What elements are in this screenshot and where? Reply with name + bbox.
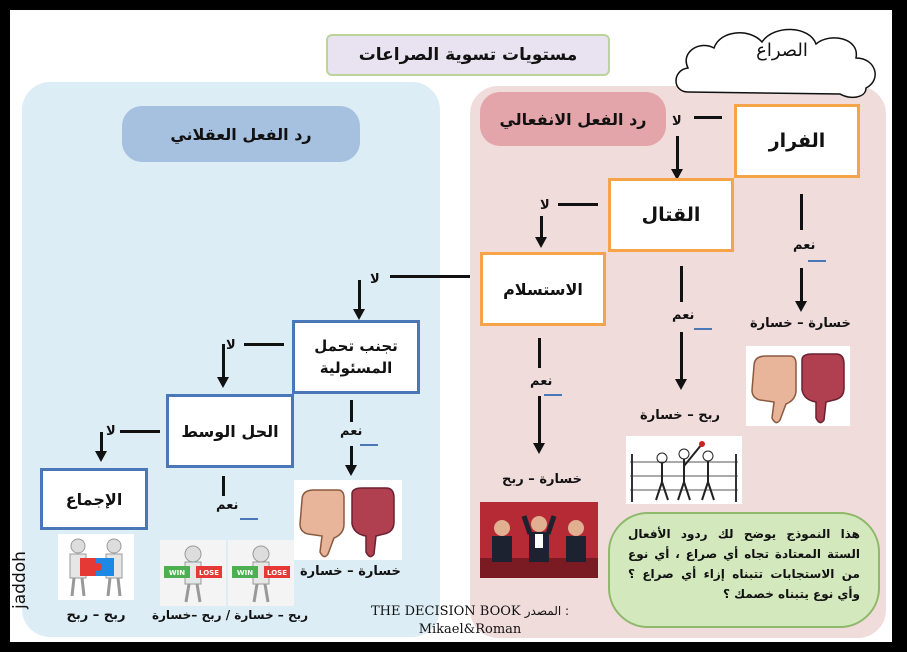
underline-mark [808,260,826,262]
source-citation: THE DECISION BOOK المصدر : Mikael&Roman [340,602,600,639]
connector [680,266,683,302]
win-sign: WIN [237,569,253,577]
source-book: THE DECISION BOOK [370,604,521,619]
node-fight: القتال [608,178,734,252]
connector [350,446,353,468]
answer-no: لا [370,272,380,287]
connector [100,432,103,454]
arrow-down-icon [795,301,807,312]
connector [120,430,160,433]
arrow-down-icon [675,379,687,390]
arrow-down-icon [345,465,357,476]
watermark: jaddoh [10,551,30,609]
arrow-down-icon [533,443,545,454]
source-line-1: THE DECISION BOOK المصدر : [340,602,600,621]
node-fight-label: القتال [641,204,701,226]
node-surrender: الاستسلام [480,252,606,326]
answer-yes: نعم [672,308,695,323]
outcome-avoid: خسارة – خسارة [300,564,401,579]
arrow-down-icon [353,309,365,320]
answer-no: لا [540,198,550,213]
connector [694,116,722,119]
underline-mark [694,328,712,330]
explanation-note: هذا النموذج يوضح لك ردود الأفعال الستة ا… [608,512,880,628]
connector [800,194,803,230]
connector [540,216,543,240]
outcome-surrender: خسارة – ربح [502,472,582,487]
arrow-down-icon [535,237,547,248]
answer-yes: نعم [340,424,363,439]
node-compromise-label: الحل الوسط [181,421,279,441]
answer-no: لا [226,338,236,353]
connector [390,275,470,278]
lose-sign: LOSE [199,569,219,577]
cloud-icon [675,28,876,99]
node-flight: الفرار [734,104,860,178]
win-lose-image: WIN LOSE [160,540,226,606]
outcome-compromise: ربح – خسارة / ربح –خسارة [151,608,309,622]
defeated-people-image [480,502,598,578]
node-avoid-label-line1: تجنب تحمل [314,337,398,355]
answer-no: لا [106,424,116,439]
emotional-label: رد الفعل الانفعالي [480,92,666,146]
node-avoid-label-line2: المسئولية [319,359,393,377]
thumbs-down-image [294,480,402,560]
rational-label: رد الفعل العقلاني [122,106,360,162]
boxing-ring-image [626,436,742,504]
node-consensus: الإجماع [40,468,148,530]
answer-yes: نعم [793,238,816,253]
arrow-down-icon [95,451,107,462]
win-sign: WIN [169,569,185,577]
underline-mark [360,444,378,446]
node-compromise: الحل الوسط [166,394,294,468]
lose-sign: LOSE [267,569,287,577]
connector [358,280,361,312]
outcome-consensus: ربح – ربح [66,608,126,623]
connector [350,400,353,422]
answer-yes: نعم [530,374,553,389]
diagram-canvas: الصراع مستويات تسوية الصراعات رد الفعل ا… [10,10,892,642]
node-flight-label: الفرار [768,130,826,152]
arrow-down-icon [671,169,683,180]
node-surrender-label: الاستسلام [503,279,583,299]
win-lose-image: WIN LOSE [228,540,294,606]
answer-no: لا [672,114,682,129]
node-consensus-label: الإجماع [65,489,123,509]
thumbs-down-image [746,346,850,426]
connector [676,136,679,172]
answer-yes: نعم [216,498,239,513]
connector [680,332,683,382]
node-avoid: تجنب تحمل المسئولية [292,320,420,394]
connector [222,344,225,380]
connector [244,343,284,346]
outcome-flight: خسارة – خسارة [750,316,851,331]
underline-mark [240,518,258,520]
source-authors: Mikael&Roman [418,622,522,637]
connector [538,338,541,368]
connector [222,476,225,496]
connector [538,396,541,446]
connector [800,268,803,304]
page-title: مستويات تسوية الصراعات [326,34,610,76]
outcome-fight: ربح – خسارة [640,408,720,423]
puzzle-people-image [58,534,134,600]
connector [558,203,598,206]
cloud-label: الصراع [756,40,808,61]
underline-mark [544,394,562,396]
source-label: المصدر : [524,604,570,618]
arrow-down-icon [217,377,229,388]
